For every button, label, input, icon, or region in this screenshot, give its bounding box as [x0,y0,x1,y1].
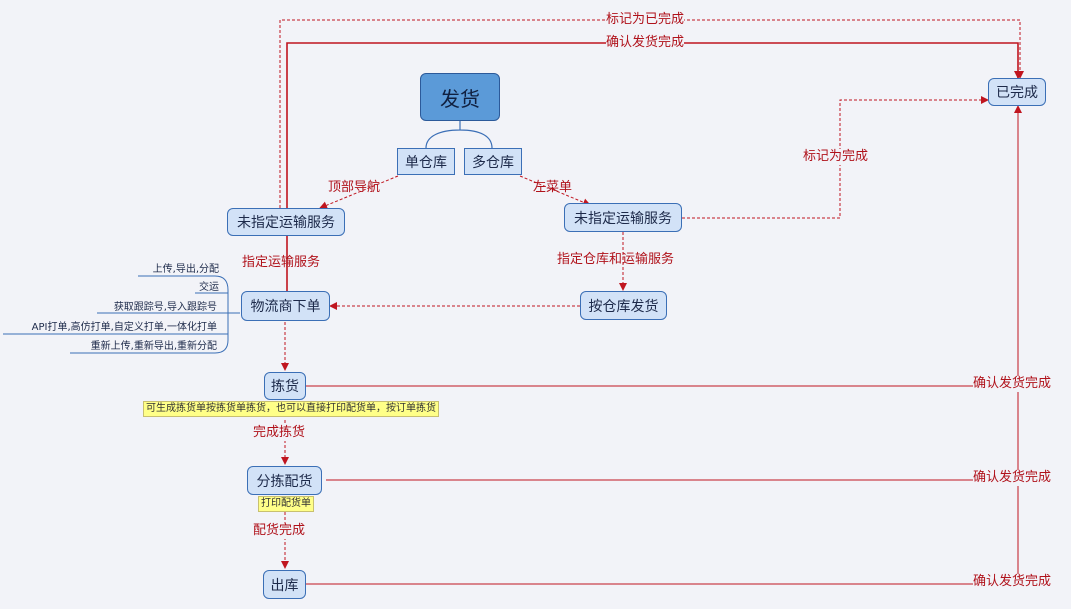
edge-label-confirm-sort: 确认发货完成 [973,470,1052,486]
edge-label-left-menu: 左菜单 [533,180,573,195]
sub-item-deliver: 交运 [199,282,219,293]
node-multi-warehouse[interactable]: 多仓库 [464,148,522,175]
node-unassigned-service-right[interactable]: 未指定运输服务 [564,203,682,232]
sub-item-print: API打单,高仿打单,自定义打单,一体化打单 [31,322,217,333]
note-picking: 可生成拣货单按拣货单拣货，也可以直接打印配货单，按订单拣货 [143,401,439,417]
node-outbound[interactable]: 出库 [263,570,306,599]
sub-item-tracking: 获取跟踪号,导入跟踪号 [113,302,217,313]
edge-label-confirm-out: 确认发货完成 [973,574,1052,590]
node-carrier-order[interactable]: 物流商下单 [241,291,330,321]
edge-confirm-out [306,105,1022,585]
node-unassigned-service-left[interactable]: 未指定运输服务 [227,208,345,236]
node-single-warehouse[interactable]: 单仓库 [397,148,455,175]
node-completed[interactable]: 已完成 [988,78,1046,106]
edge-label-top-nav: 顶部导航 [328,180,381,195]
root-branch [425,121,493,149]
edge-label-assign-warehouse-service: 指定仓库和运输服务 [557,252,675,267]
edge-label-confirm-ship-top: 确认发货完成 [606,35,685,51]
edge-label-sort-done: 配货完成 [253,523,306,539]
sub-item-reupload: 重新上传,重新导出,重新分配 [90,341,217,352]
edge-label-mark-complete-top: 标记为已完成 [606,12,685,28]
edge-label-confirm-pick: 确认发货完成 [973,376,1052,392]
root-node-ship[interactable]: 发货 [420,73,500,121]
node-sort-pick[interactable]: 分拣配货 [247,466,322,495]
node-ship-by-warehouse[interactable]: 按仓库发货 [580,291,667,320]
edge-top-nav [319,175,399,210]
edge-label-assign-service: 指定运输服务 [242,255,321,270]
edge-left-menu [519,175,591,207]
note-sort: 打印配货单 [258,496,314,512]
sub-item-upload-export: 上传,导出,分配 [152,264,219,275]
node-picking[interactable]: 拣货 [264,372,306,400]
edge-label-pick-done: 完成拣货 [253,425,306,441]
edge-label-mark-complete-right: 标记为完成 [803,149,869,165]
sub-item-bracket [3,275,240,354]
